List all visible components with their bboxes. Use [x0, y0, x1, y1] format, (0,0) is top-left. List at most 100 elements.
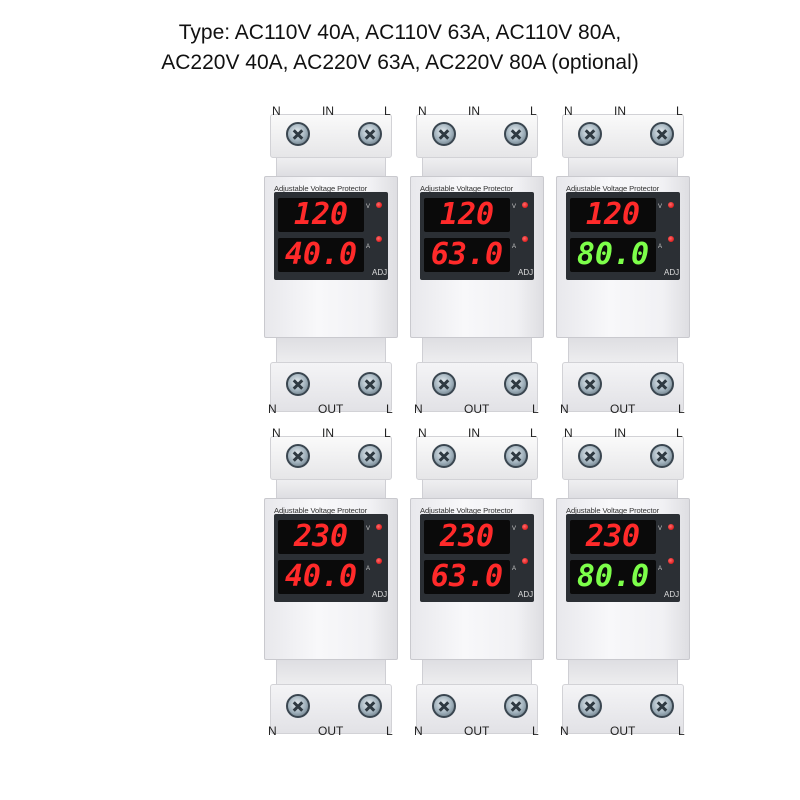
protector-device: N IN L Adjustable Voltage Protector 120 …	[408, 100, 548, 420]
adj-label: ADJ	[372, 590, 388, 599]
device-grid: N IN L Adjustable Voltage Protector 120 …	[262, 100, 694, 800]
screw-icon	[650, 444, 674, 468]
protector-device: N IN L Adjustable Voltage Protector 230 …	[408, 422, 548, 742]
terminal-label-l: L	[678, 724, 685, 738]
protector-device: N IN L Adjustable Voltage Protector 120 …	[554, 100, 694, 420]
terminal-label-out: OUT	[318, 402, 344, 416]
display-panel: 120 40.0 V A ADJ	[274, 192, 388, 280]
upper-neck	[568, 480, 678, 500]
adj-label: ADJ	[664, 590, 680, 599]
screw-icon	[650, 122, 674, 146]
current-readout: 80.0	[570, 560, 656, 594]
voltage-unit-label: V	[512, 526, 517, 532]
voltage-readout: 230	[570, 520, 656, 554]
protector-device: N IN L Adjustable Voltage Protector 230 …	[262, 422, 402, 742]
screw-icon	[504, 372, 528, 396]
current-readout: 63.0	[424, 560, 510, 594]
voltage-led-icon	[522, 524, 528, 530]
protector-device: N IN L Adjustable Voltage Protector 120 …	[262, 100, 402, 420]
display-panel: 120 80.0 V A ADJ	[566, 192, 680, 280]
terminal-label-n: N	[564, 104, 573, 118]
adj-label: ADJ	[518, 268, 534, 277]
display-panel: 120 63.0 V A ADJ	[420, 192, 534, 280]
current-led-icon	[668, 558, 674, 564]
panel-title: Adjustable Voltage Protector	[274, 184, 368, 193]
voltage-readout: 120	[278, 198, 364, 232]
voltage-readout: 230	[424, 520, 510, 554]
terminal-label-l: L	[532, 402, 539, 416]
voltage-readout: 120	[424, 198, 510, 232]
terminal-label-l: L	[676, 426, 683, 440]
current-led-icon	[376, 236, 382, 242]
panel-title: Adjustable Voltage Protector	[420, 506, 514, 515]
screw-icon	[504, 122, 528, 146]
display-panel: 230 40.0 V A ADJ	[274, 514, 388, 602]
terminal-label-n: N	[414, 724, 423, 738]
voltage-unit-label: V	[658, 204, 663, 210]
current-unit-label: A	[658, 244, 663, 250]
terminal-label-n: N	[268, 402, 277, 416]
terminal-label-in: IN	[322, 104, 334, 118]
terminal-label-in: IN	[322, 426, 334, 440]
terminal-label-in: IN	[614, 426, 626, 440]
voltage-led-icon	[376, 202, 382, 208]
terminal-label-in: IN	[468, 104, 480, 118]
lower-neck	[276, 338, 386, 364]
voltage-led-icon	[668, 524, 674, 530]
terminal-label-out: OUT	[610, 402, 636, 416]
voltage-unit-label: V	[658, 526, 663, 532]
caption: Type: AC110V 40A, AC110V 63A, AC110V 80A…	[0, 18, 800, 78]
screw-icon	[358, 444, 382, 468]
screw-icon	[578, 444, 602, 468]
screw-icon	[358, 694, 382, 718]
terminal-label-l: L	[386, 724, 393, 738]
upper-neck	[568, 158, 678, 178]
screw-icon	[432, 372, 456, 396]
current-unit-label: A	[512, 244, 517, 250]
adj-label: ADJ	[518, 590, 534, 599]
upper-neck	[422, 158, 532, 178]
terminal-label-n: N	[414, 402, 423, 416]
display-panel: 230 63.0 V A ADJ	[420, 514, 534, 602]
panel-title: Adjustable Voltage Protector	[420, 184, 514, 193]
protector-device: N IN L Adjustable Voltage Protector 230 …	[554, 422, 694, 742]
screw-icon	[286, 444, 310, 468]
terminal-label-n: N	[560, 402, 569, 416]
terminal-label-l: L	[678, 402, 685, 416]
terminal-label-l: L	[386, 402, 393, 416]
voltage-readout: 120	[570, 198, 656, 232]
current-led-icon	[522, 558, 528, 564]
display-panel: 230 80.0 V A ADJ	[566, 514, 680, 602]
screw-icon	[650, 694, 674, 718]
terminal-label-l: L	[530, 104, 537, 118]
current-led-icon	[668, 236, 674, 242]
upper-neck	[422, 480, 532, 500]
current-readout: 80.0	[570, 238, 656, 272]
terminal-label-out: OUT	[464, 402, 490, 416]
screw-icon	[432, 444, 456, 468]
current-led-icon	[522, 236, 528, 242]
terminal-label-in: IN	[614, 104, 626, 118]
terminal-label-n: N	[418, 104, 427, 118]
screw-icon	[650, 372, 674, 396]
terminal-label-out: OUT	[464, 724, 490, 738]
voltage-unit-label: V	[366, 204, 371, 210]
panel-title: Adjustable Voltage Protector	[274, 506, 368, 515]
voltage-unit-label: V	[512, 204, 517, 210]
upper-neck	[276, 480, 386, 500]
terminal-label-n: N	[564, 426, 573, 440]
terminal-label-l: L	[384, 104, 391, 118]
terminal-label-l: L	[532, 724, 539, 738]
terminal-label-in: IN	[468, 426, 480, 440]
screw-icon	[286, 694, 310, 718]
current-unit-label: A	[366, 244, 371, 250]
screw-icon	[578, 372, 602, 396]
terminal-label-l: L	[676, 104, 683, 118]
screw-icon	[286, 372, 310, 396]
screw-icon	[358, 372, 382, 396]
screw-icon	[578, 122, 602, 146]
adj-label: ADJ	[664, 268, 680, 277]
screw-icon	[286, 122, 310, 146]
terminal-label-n: N	[272, 104, 281, 118]
terminal-label-n: N	[560, 724, 569, 738]
